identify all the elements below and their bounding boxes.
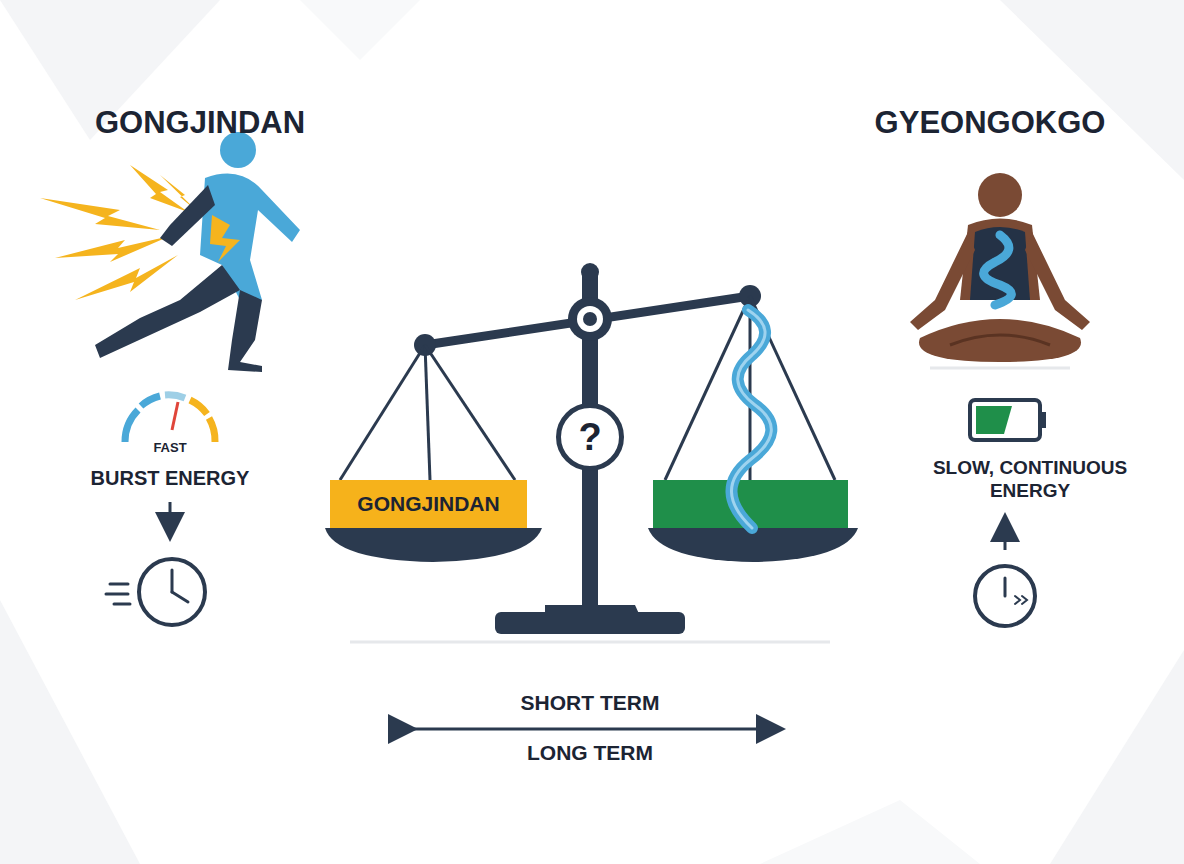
- slow-clock: [975, 566, 1035, 626]
- time-range-arrow: [412, 728, 780, 731]
- question-circle: ?: [556, 403, 624, 471]
- short-term-block: GONGJINDAN: [330, 480, 527, 528]
- battery-icon: [970, 400, 1046, 440]
- time-label: SHORT TERM: [521, 690, 660, 715]
- node-text: GONGJINDAN: [357, 492, 499, 516]
- node-text: ?: [578, 416, 601, 459]
- meditating-figure: [910, 173, 1090, 368]
- left-heading: GONGJINDAN: [95, 104, 305, 141]
- river-highlight: [731, 310, 771, 528]
- up-arrow: [1004, 518, 1007, 550]
- time-label: LONG TERM: [527, 740, 653, 765]
- speed-label: FAST: [153, 440, 186, 456]
- runner-figure: [40, 132, 300, 372]
- down-arrow: [169, 502, 172, 536]
- speed-gauge: [125, 395, 215, 442]
- energy-label: BURST ENERGY: [91, 466, 250, 490]
- river-stream: [731, 310, 771, 528]
- energy-label: SLOW, CONTINUOUS ENERGY: [925, 457, 1135, 503]
- fast-clock: [106, 559, 205, 625]
- balance-scale: [325, 263, 858, 642]
- right-heading: GYEONGOKGO: [875, 104, 1106, 141]
